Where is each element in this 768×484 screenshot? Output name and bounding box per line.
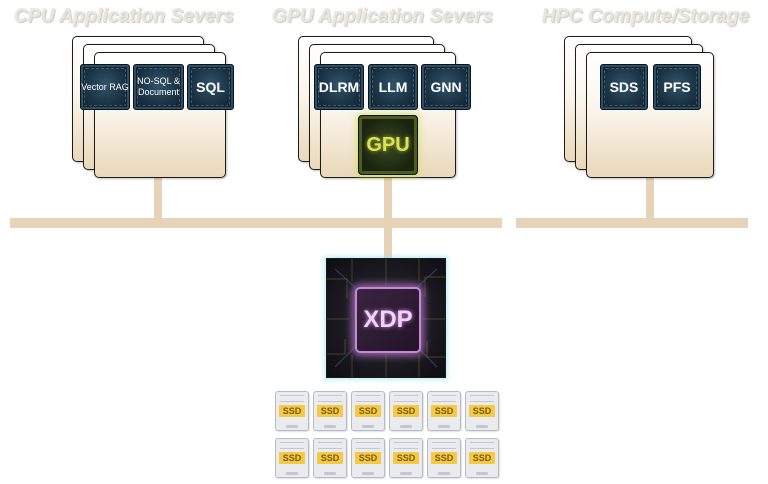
network-bus-left — [10, 218, 502, 228]
xdp-label: XDP — [363, 306, 413, 333]
ssd-drive: SSD — [275, 391, 309, 431]
xdp-processor: XDP — [326, 258, 446, 378]
gnn-chip: GNN — [421, 64, 471, 110]
sds-chip: SDS — [600, 64, 648, 110]
pfs-chip: PFS — [653, 64, 701, 110]
ssd-label: SSD — [393, 452, 419, 464]
ssd-label: SSD — [355, 405, 381, 417]
nosql-document-chip: NO-SQL & Document — [133, 64, 184, 110]
ssd-drive: SSD — [351, 391, 385, 431]
sql-label: SQL — [196, 79, 225, 95]
dlrm-label: DLRM — [318, 79, 360, 95]
ssd-label: SSD — [317, 452, 343, 464]
sql-chip: SQL — [187, 64, 234, 110]
gpu-connector — [384, 178, 392, 220]
gpu-group-title: GPU Application Severs — [272, 6, 494, 27]
vector-rag-label: Vector RAG — [81, 81, 129, 92]
ssd-drive: SSD — [313, 391, 347, 431]
gpu-accelerator-chip: GPU — [358, 115, 418, 175]
nosql-document-label: NO-SQL & Document — [137, 76, 180, 97]
pfs-label: PFS — [663, 79, 691, 95]
sds-label: SDS — [609, 79, 639, 95]
vector-rag-chip: Vector RAG — [80, 64, 130, 110]
hpc-connector — [646, 178, 654, 220]
ssd-label: SSD — [469, 452, 495, 464]
ssd-label: SSD — [431, 452, 457, 464]
ssd-label: SSD — [317, 405, 343, 417]
ssd-drive: SSD — [313, 438, 347, 478]
xdp-connector — [384, 226, 392, 260]
ssd-drive: SSD — [389, 438, 423, 478]
ssd-drive: SSD — [389, 391, 423, 431]
ssd-label: SSD — [469, 405, 495, 417]
ssd-label: SSD — [279, 405, 305, 417]
xdp-chip: XDP — [355, 287, 421, 353]
circuit-traces-icon — [327, 259, 445, 377]
ssd-label: SSD — [355, 452, 381, 464]
network-bus-right — [516, 218, 748, 228]
ssd-label: SSD — [393, 405, 419, 417]
llm-chip: LLM — [368, 64, 418, 110]
ssd-drive: SSD — [351, 438, 385, 478]
llm-label: LLM — [378, 79, 408, 95]
hpc-group-title: HPC Compute/Storage — [542, 6, 750, 27]
gpu-accelerator-label: GPU — [366, 133, 410, 156]
ssd-drive: SSD — [427, 438, 461, 478]
ssd-drive: SSD — [465, 391, 499, 431]
dlrm-chip: DLRM — [314, 64, 364, 110]
ssd-drive: SSD — [465, 438, 499, 478]
gnn-label: GNN — [430, 79, 462, 95]
ssd-label: SSD — [279, 452, 305, 464]
ssd-label: SSD — [431, 405, 457, 417]
ssd-drive: SSD — [427, 391, 461, 431]
ssd-drive: SSD — [275, 438, 309, 478]
cpu-group-title: CPU Application Severs — [14, 6, 235, 27]
cpu-connector — [154, 178, 162, 220]
